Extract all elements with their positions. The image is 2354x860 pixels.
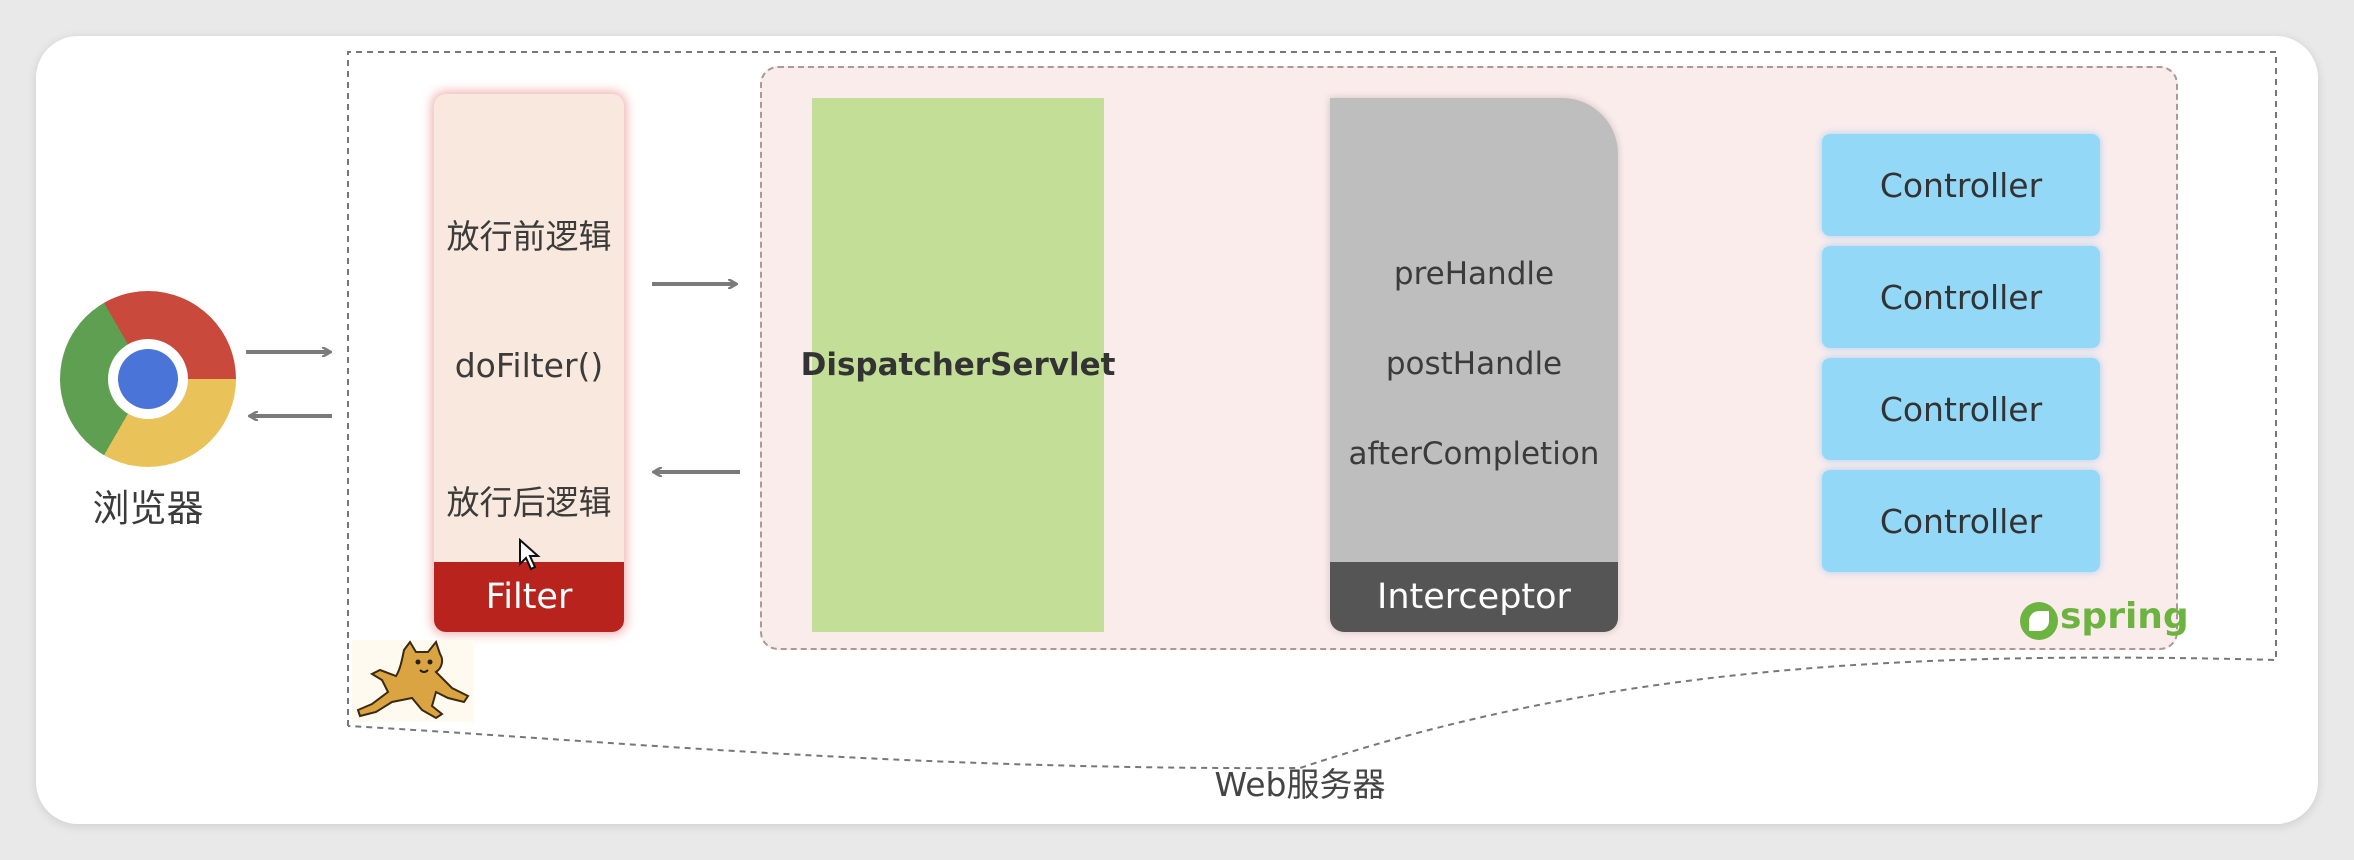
- controller-box: Controller: [1822, 470, 2100, 572]
- tomcat-icon: [352, 640, 474, 722]
- filter-box: Filter: [434, 94, 624, 632]
- filter-call-label: doFilter(): [454, 346, 604, 385]
- interceptor-aftercompletion: afterCompletion: [1348, 436, 1600, 472]
- interceptor-posthandle: postHandle: [1385, 346, 1563, 382]
- chrome-icon: [60, 291, 236, 467]
- interceptor-box: Interceptor: [1330, 98, 1618, 632]
- controller-box: Controller: [1822, 134, 2100, 236]
- web-server-boundary: [347, 51, 2277, 770]
- spring-leaf-icon: [2020, 602, 2058, 640]
- spring-logo: spring: [2060, 596, 2189, 637]
- interceptor-prehandle: preHandle: [1393, 256, 1555, 292]
- controller-box: Controller: [1822, 358, 2100, 460]
- dispatcher-servlet-box: DispatcherServlet: [801, 98, 1115, 632]
- mouse-cursor-icon: [519, 538, 541, 571]
- filter-after-label: 放行后逻辑: [446, 483, 612, 522]
- dispatcher-servlet-label: DispatcherServlet: [800, 347, 1116, 383]
- filter-title: Filter: [434, 562, 624, 632]
- controller-box: Controller: [1822, 246, 2100, 348]
- filter-before-label: 放行前逻辑: [446, 217, 612, 256]
- browser-label: 浏览器: [92, 487, 204, 530]
- interceptor-title: Interceptor: [1330, 562, 1618, 632]
- web-server-label: Web服务器: [1214, 765, 1386, 804]
